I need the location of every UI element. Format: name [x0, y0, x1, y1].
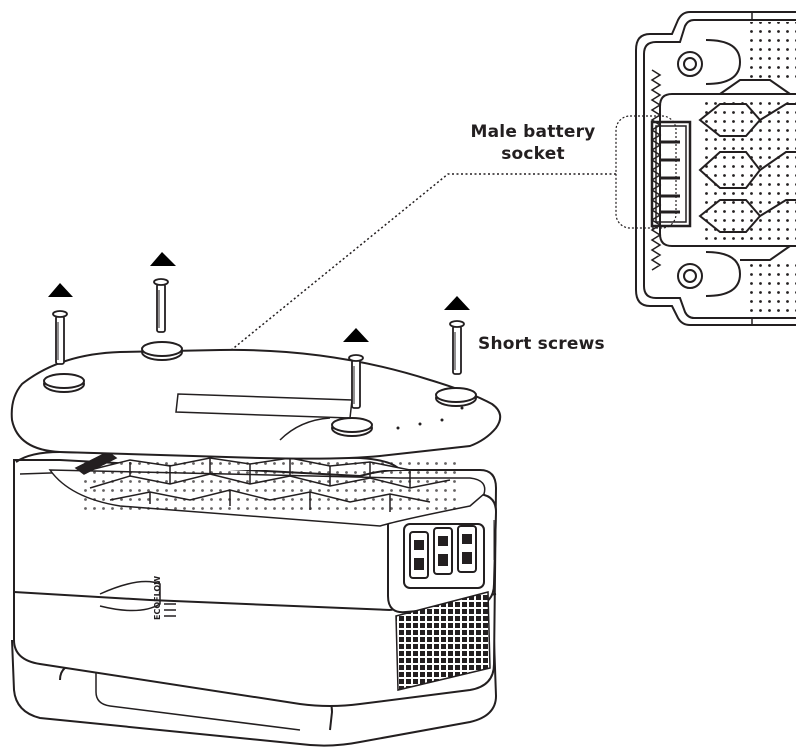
logo-text: ECOFLOW — [153, 576, 162, 620]
male-battery-socket — [650, 120, 692, 228]
label-line-1: Male battery — [470, 122, 596, 142]
screw-1 — [52, 310, 68, 365]
top-lid — [10, 341, 502, 460]
arrow-up-icon — [343, 328, 369, 342]
screw-3 — [348, 354, 364, 409]
arrow-up-icon — [444, 296, 470, 310]
screw-2 — [153, 278, 169, 333]
ac-outlet-2 — [433, 527, 453, 575]
short-screws-label: Short screws — [478, 334, 605, 354]
ac-outlet-3 — [457, 525, 477, 573]
ac-outlet-1 — [409, 531, 429, 579]
battery-socket-detail-inset — [635, 11, 796, 326]
logo-mark — [164, 603, 176, 617]
arrow-up-icon — [48, 283, 73, 297]
label-line-2: socket — [501, 144, 565, 164]
socket-highlight — [615, 115, 677, 229]
arrow-up-icon — [150, 252, 176, 266]
socket-pins — [660, 140, 680, 214]
removal-arrows — [48, 252, 470, 342]
battery-cell-tray — [48, 451, 486, 527]
short-screws — [52, 278, 465, 409]
vent-grille — [395, 591, 491, 691]
male-battery-socket-label: Male battery socket — [468, 121, 598, 165]
screw-4 — [449, 320, 465, 375]
ecoflow-logo: ECOFLOW — [153, 576, 162, 620]
